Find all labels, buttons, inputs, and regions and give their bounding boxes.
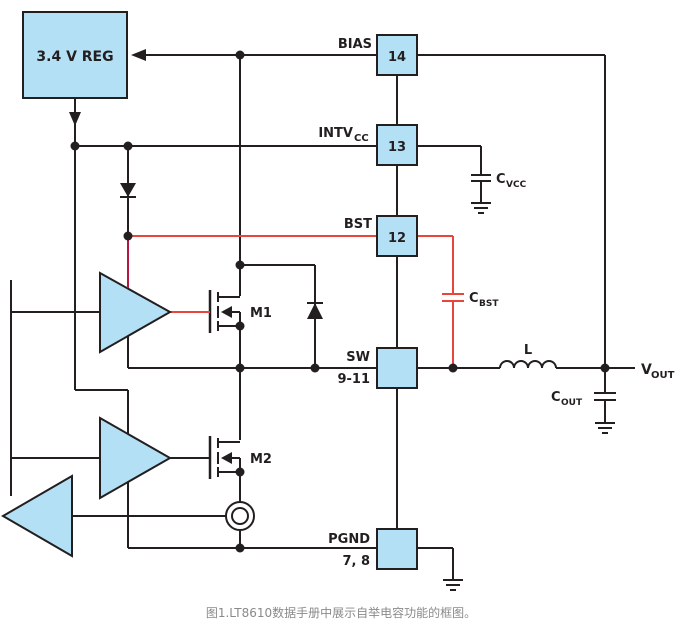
current-sense-amp — [1, 474, 73, 558]
inductor-icon — [499, 360, 557, 369]
pin-sw-name: SW — [346, 350, 370, 365]
pin-sw — [376, 347, 418, 389]
cbst-sub: BST — [479, 299, 499, 309]
pin-pgnd — [376, 528, 418, 570]
pin-intvcc — [376, 124, 418, 166]
m2-label: M2 — [250, 452, 272, 467]
regulator-block — [22, 11, 128, 99]
cout-label: C — [551, 390, 561, 405]
arrow-down-icon — [69, 112, 81, 126]
cvcc-label: C — [496, 172, 506, 187]
high-side-driver — [99, 271, 173, 354]
vout-sub: OUT — [651, 370, 675, 381]
pin-bst — [376, 215, 418, 257]
cvcc-sub: VCC — [506, 180, 527, 190]
cbst-label: C — [469, 291, 479, 306]
pin-bias — [376, 34, 418, 76]
figure-caption: 图1.LT8610数据手册中展示自举电容功能的框图。 — [205, 606, 477, 620]
pin-bias-name: BIAS — [338, 37, 372, 52]
junction-dots — [70, 50, 610, 553]
cout-sub: OUT — [561, 398, 583, 408]
pin-sw-number: 9-11 — [337, 372, 370, 387]
diode-icon — [120, 183, 136, 197]
pin-pgnd-number: 7, 8 — [342, 554, 370, 569]
m1-label: M1 — [250, 306, 272, 321]
pin-pgnd-name: PGND — [328, 532, 370, 547]
pin-intvcc-number: 13 — [388, 140, 406, 155]
pin-bst-number: 12 — [388, 231, 406, 246]
regulator-label: 3.4 V REG — [36, 49, 113, 65]
pin-bst-name: BST — [344, 217, 372, 232]
vout-label: V — [641, 362, 652, 378]
arrow-left-icon — [131, 49, 146, 61]
m2-arrow-icon — [221, 452, 232, 464]
pin-intvcc-name: INTV — [318, 126, 353, 141]
inductor-label: L — [524, 343, 532, 358]
pin-intvcc-sub: CC — [354, 133, 369, 144]
low-side-driver — [99, 416, 173, 500]
diode-icon — [307, 303, 323, 319]
pin-bias-number: 14 — [388, 50, 406, 65]
m1-arrow-icon — [221, 306, 232, 318]
current-sense-icon — [225, 501, 255, 531]
